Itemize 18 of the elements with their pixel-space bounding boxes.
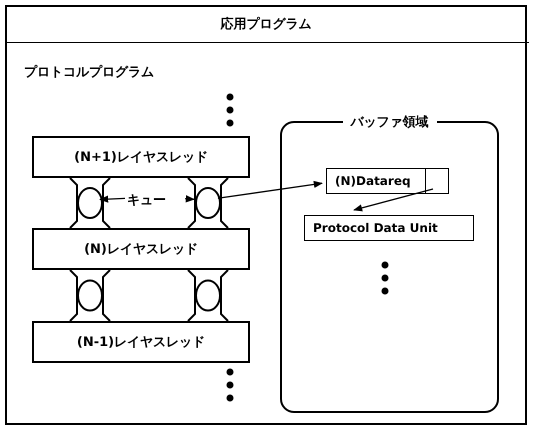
- data-box: (N)Datareq: [326, 168, 426, 194]
- leader-line: [99, 195, 126, 203]
- queue-symbol: [70, 270, 110, 321]
- frame-heading: 応用プログラム: [219, 16, 312, 33]
- arrow: [353, 188, 434, 212]
- area-heading: バッファ領域: [342, 113, 436, 131]
- queue-symbol: [70, 178, 110, 228]
- layer-thread-box: (N+1)レイヤスレッド: [32, 136, 250, 178]
- area-heading: プロトコルプログラム: [24, 64, 154, 81]
- queue-symbol: [188, 178, 228, 228]
- layer-thread-box: (N)レイヤスレッド: [32, 228, 250, 270]
- data-box: Protocol Data Unit: [304, 215, 474, 241]
- queue-symbol: [188, 270, 228, 321]
- layer-thread-box: (N-1)レイヤスレッド: [32, 321, 250, 363]
- arrow: [218, 180, 323, 199]
- data-box-compartment: [425, 168, 449, 194]
- queue-label: キュー: [127, 191, 166, 209]
- leader-line: [184, 195, 195, 202]
